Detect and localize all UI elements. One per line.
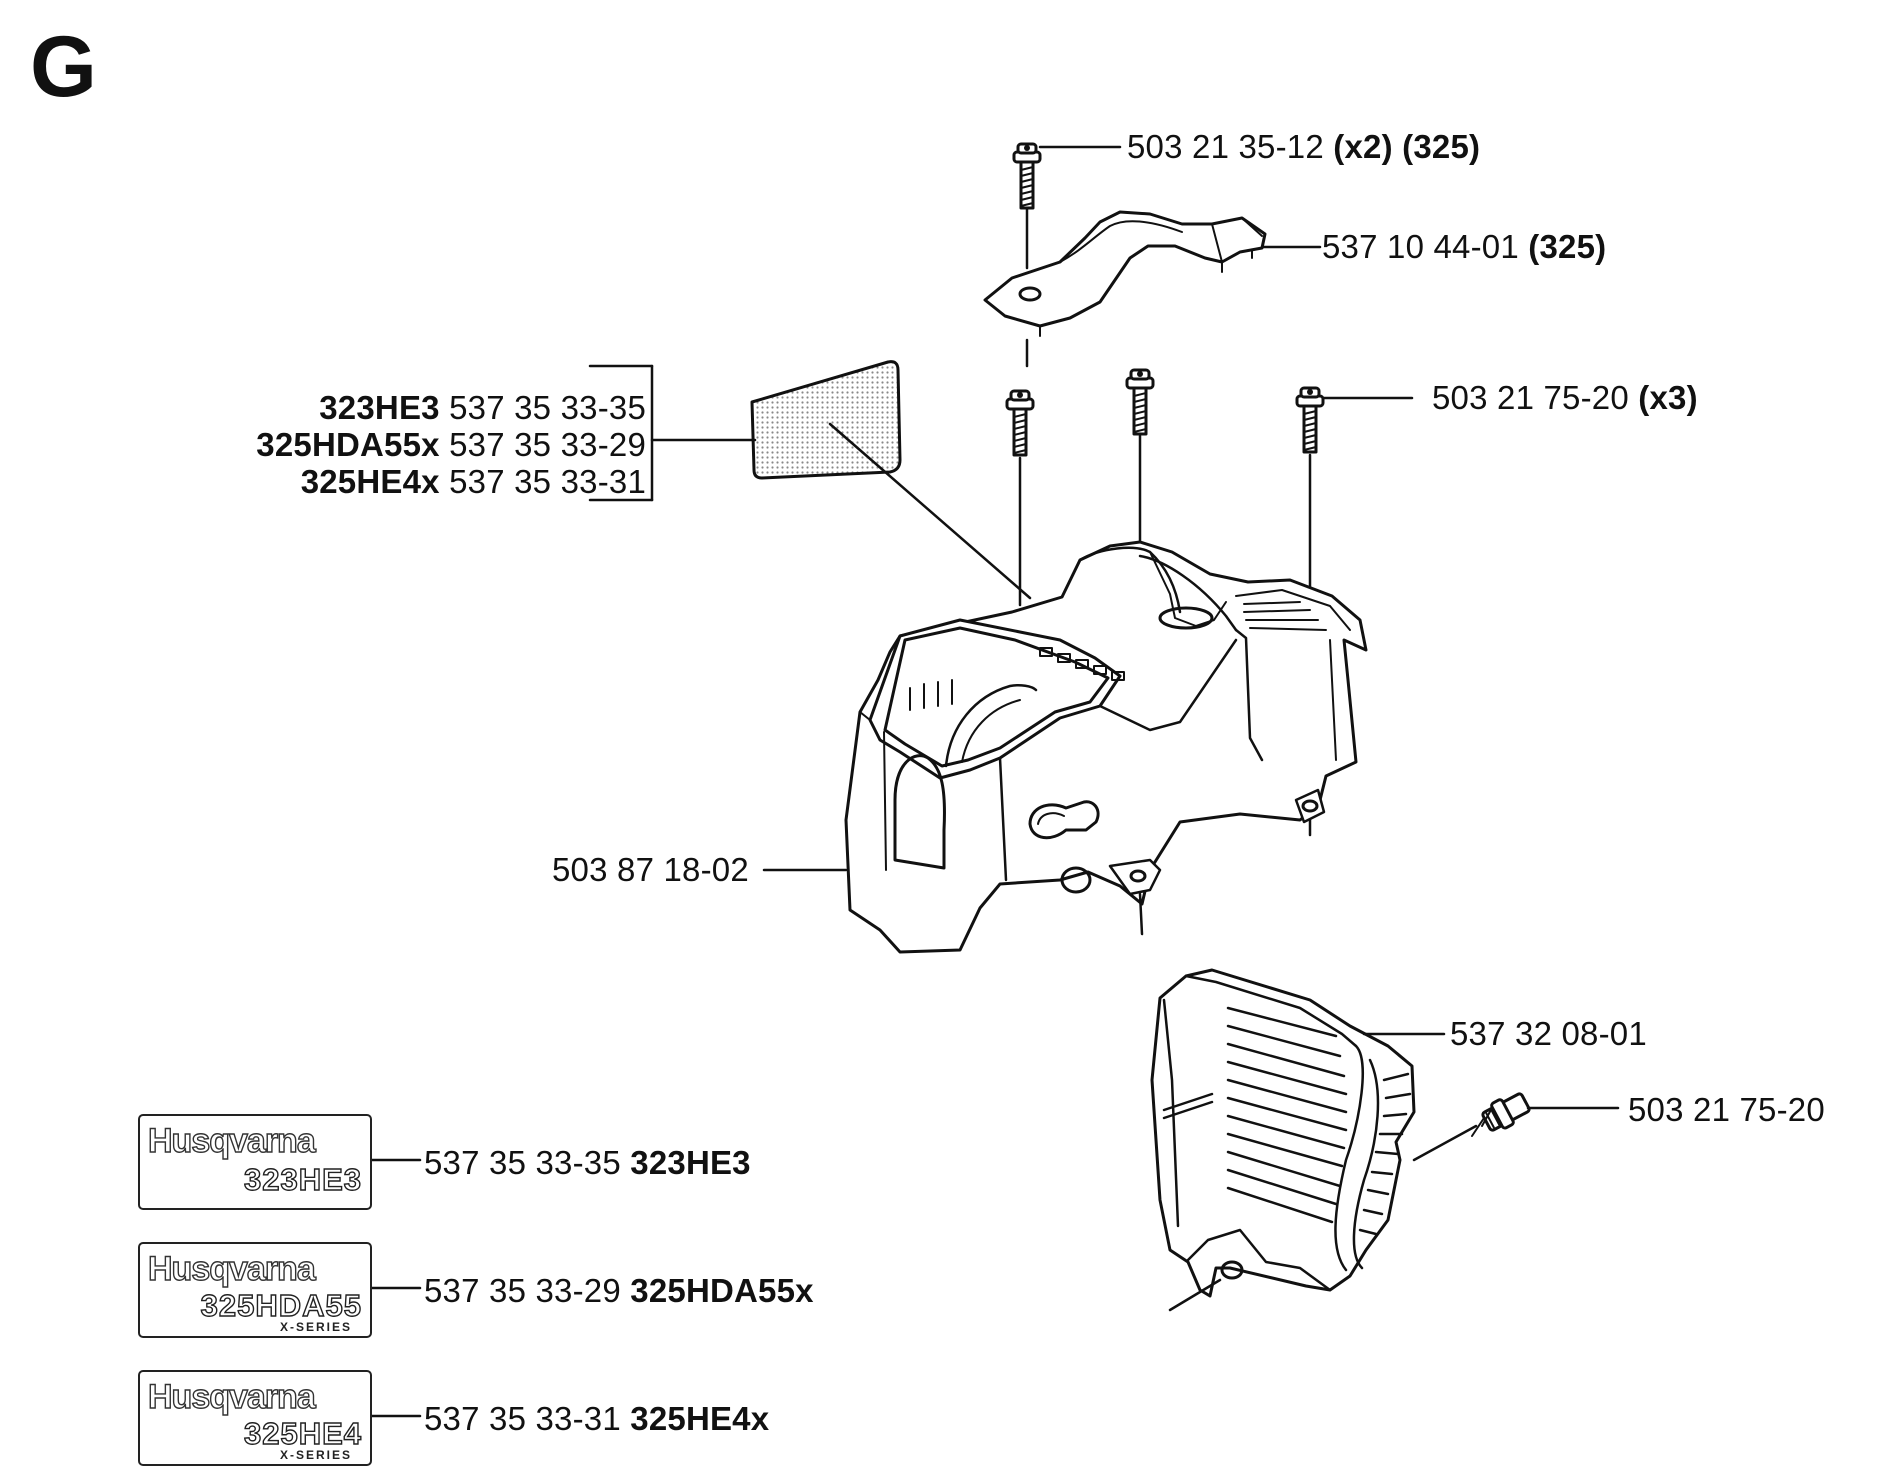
filter-cover-number: 537 32 08-01 <box>1450 1015 1647 1052</box>
engine-cover-503-87-18-02 <box>762 540 1368 954</box>
sticker-model-2: 325HDA55x <box>256 426 440 463</box>
decal-model-text-2: 325HDA55 <box>200 1287 362 1323</box>
sticker-number-3: 537 35 33-31 <box>449 463 646 500</box>
decal-number-1: 537 35 33-35 <box>424 1144 621 1181</box>
label-screw-single: 503 21 75-20 <box>1628 1092 1825 1128</box>
sticker-number-2: 537 35 33-29 <box>449 426 646 463</box>
sticker-number-1: 537 35 33-35 <box>449 389 646 426</box>
cover-number: 503 87 18-02 <box>552 851 749 888</box>
decal-model-2: 325HDA55x <box>630 1272 814 1309</box>
decal-number-2: 537 35 33-29 <box>424 1272 621 1309</box>
bracket-number: 537 10 44-01 <box>1322 228 1519 265</box>
screw-503-21-35-12 <box>1012 142 1122 270</box>
screw-503-21-75-20-single <box>1471 1092 1620 1137</box>
sticker-model-1: 323HE3 <box>319 389 440 426</box>
decal-brand-2: Husqvarna <box>147 1249 316 1288</box>
label-sticker-325HE4x: 325HE4x 537 35 33-31 <box>301 464 646 500</box>
label-screw-top: 503 21 35-12 (x2) (325) <box>1127 129 1480 165</box>
decal-series-2: X-SERIES <box>279 1320 352 1334</box>
label-sticker-325HDA55x: 325HDA55x 537 35 33-29 <box>256 427 646 463</box>
screw-set-qty: (x3) <box>1638 379 1698 416</box>
decal-model-text-1: 323HE3 <box>243 1161 362 1197</box>
label-filter-cover: 537 32 08-01 <box>1450 1016 1647 1052</box>
label-screw-set: 503 21 75-20 (x3) <box>1432 380 1698 416</box>
bracket-537-10-44-01 <box>983 210 1322 368</box>
decal-model-3: 325HE4x <box>630 1400 770 1437</box>
decal-brand-3: Husqvarna <box>147 1377 316 1416</box>
label-decal-3: 537 35 33-31 325HE4x <box>424 1401 769 1437</box>
decal-model-1: 323HE3 <box>630 1144 751 1181</box>
label-sticker-323HE3: 323HE3 537 35 33-35 <box>319 390 646 426</box>
label-cover: 503 87 18-02 <box>552 852 749 888</box>
screw-top-number: 503 21 35-12 <box>1127 128 1324 165</box>
decal-brand-1: Husqvarna <box>147 1121 316 1160</box>
sticker-537-35-33 <box>588 360 1032 600</box>
section-letter: G <box>30 19 97 115</box>
decal-323HE3: Husqvarna 323HE3 <box>138 1114 372 1210</box>
decal-325HE4x: Husqvarna 325HE4 X-SERIES <box>138 1370 372 1466</box>
decal-model-text-3: 325HE4 <box>243 1415 362 1451</box>
label-decal-2: 537 35 33-29 325HDA55x <box>424 1273 814 1309</box>
label-bracket: 537 10 44-01 (325) <box>1322 229 1606 265</box>
sticker-model-3: 325HE4x <box>300 463 440 500</box>
filter-cover-537-32-08-01 <box>1150 968 1478 1312</box>
screw-single-number: 503 21 75-20 <box>1628 1091 1825 1128</box>
label-decal-1: 537 35 33-35 323HE3 <box>424 1145 751 1181</box>
screw-top-model: (325) <box>1402 128 1481 165</box>
screw-set-number: 503 21 75-20 <box>1432 379 1629 416</box>
decal-325HDA55x: Husqvarna 325HDA55 X-SERIES <box>138 1242 372 1338</box>
screw-top-qty: (x2) <box>1333 128 1393 165</box>
decal-number-3: 537 35 33-31 <box>424 1400 621 1437</box>
bracket-model: (325) <box>1528 228 1607 265</box>
decal-series-3: X-SERIES <box>279 1448 352 1462</box>
